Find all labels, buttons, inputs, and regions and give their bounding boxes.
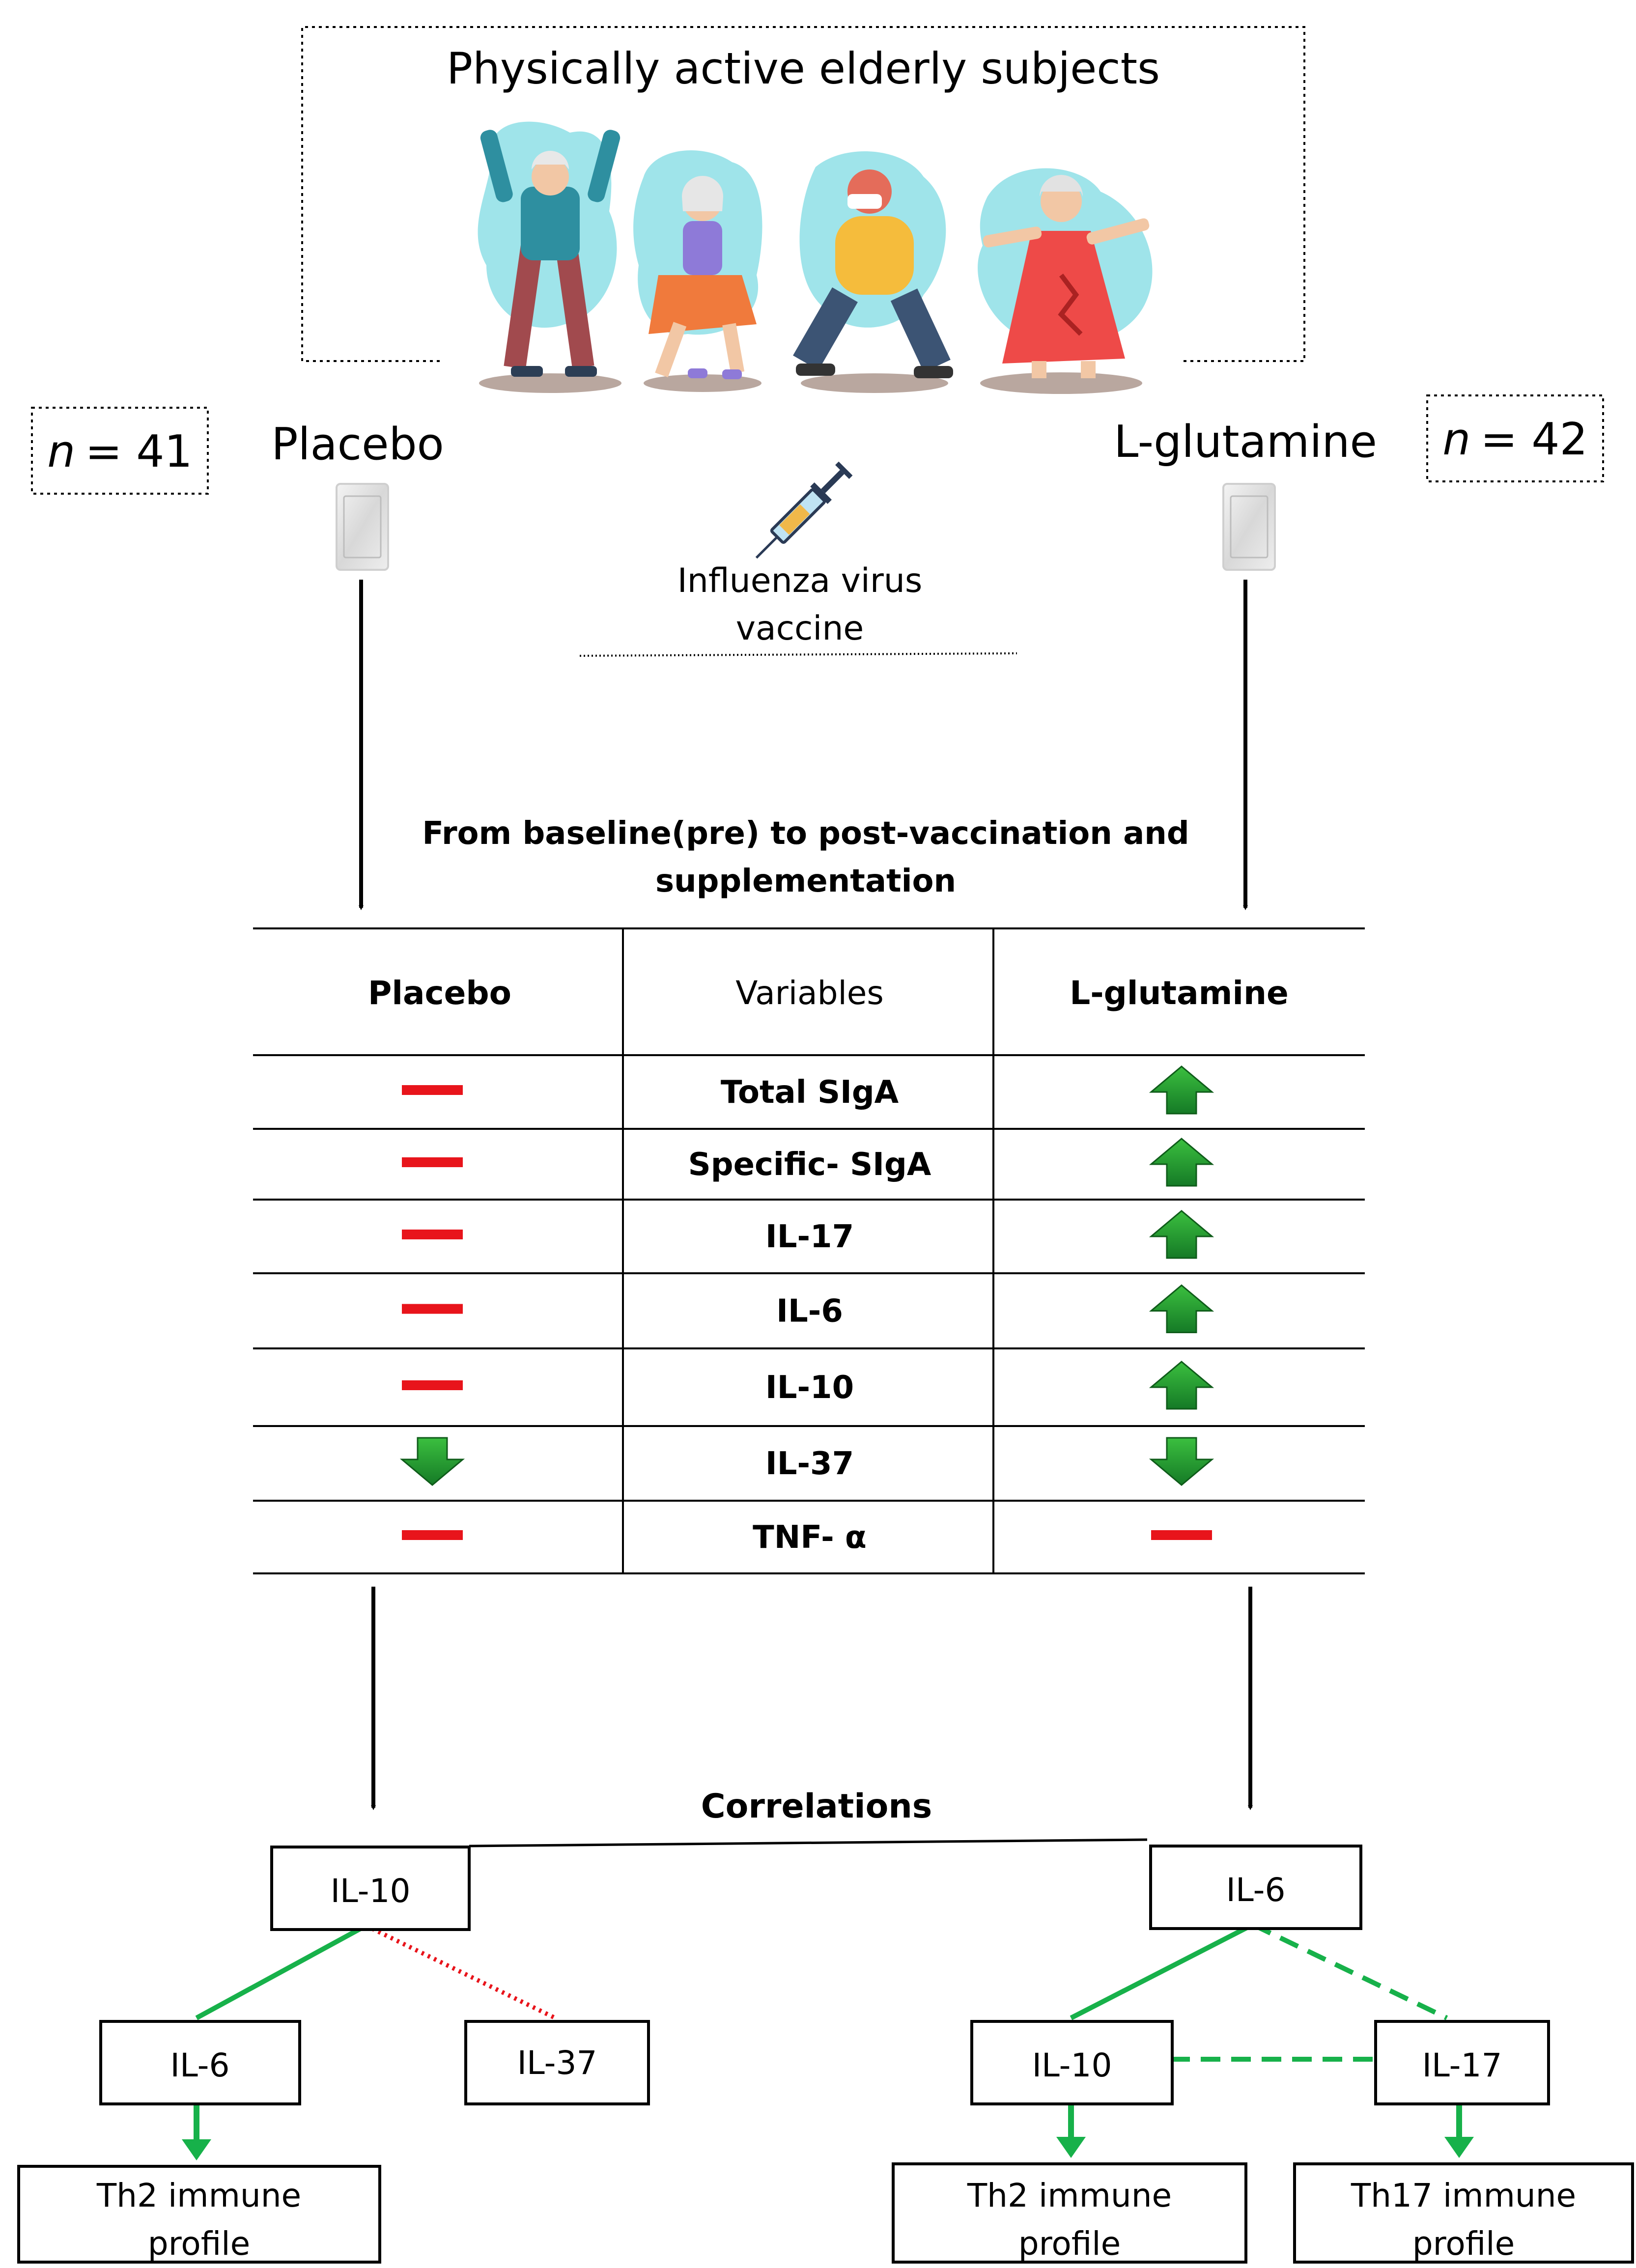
placebo-child-right-label: IL-37 xyxy=(517,2044,597,2082)
table-row: TNF- α xyxy=(402,1519,1212,1556)
vaccine-label-line1: Influenza virus xyxy=(677,561,923,600)
table-row: Specific- SIgA xyxy=(402,1138,1214,1187)
glutamine-up-indicator xyxy=(1149,1138,1214,1187)
placebo-il37-box: IL-37 xyxy=(464,2020,650,2105)
variable-label: IL-10 xyxy=(765,1370,854,1406)
glutamine-n-symbol: n xyxy=(1442,414,1470,465)
table-row: IL-6 xyxy=(402,1284,1214,1333)
variable-label: Specific- SIgA xyxy=(688,1147,931,1183)
placebo-none-indicator xyxy=(402,1085,463,1095)
table-caption-line1: From baseline(pre) to post-vaccination a… xyxy=(422,815,1189,852)
root-connector-line xyxy=(469,1838,1148,1848)
glutamine-positive-correlation-line xyxy=(1070,1922,1254,2020)
placebo-profile-line1: Th2 immune xyxy=(96,2177,301,2214)
table-caption-line2: supplementation xyxy=(655,863,956,899)
placebo-root-box: IL-10 xyxy=(270,1846,471,1931)
table-header-placebo: Placebo xyxy=(368,974,511,1012)
placebo-il6-box: IL-6 xyxy=(99,2020,301,2105)
correlations-title: Correlations xyxy=(701,1787,932,1826)
placebo-none-indicator xyxy=(402,1230,463,1239)
results-table: Placebo Variables L-glutamine Total SIgA… xyxy=(253,927,1365,1574)
glutamine-up-indicator xyxy=(1149,1284,1214,1333)
glutamine-child-left-label: IL-10 xyxy=(1032,2046,1112,2084)
placebo-n-box: n= 41 xyxy=(31,407,209,495)
glutamine-down-indicator xyxy=(1149,1437,1214,1486)
placebo-none-indicator xyxy=(402,1380,463,1390)
variable-label: Total SIgA xyxy=(721,1074,899,1111)
table-row: IL-17 xyxy=(402,1210,1214,1259)
table-header-glutamine: L-glutamine xyxy=(1070,974,1289,1012)
glutamine-il17-box: IL-17 xyxy=(1374,2020,1550,2105)
table-grid xyxy=(253,927,1365,1574)
glutamine-th17-profile-arrow xyxy=(1444,2100,1474,2158)
glutamine-n-value: = 42 xyxy=(1480,414,1588,465)
svg-text:n= 42: n= 42 xyxy=(1442,414,1588,465)
variable-label: IL-17 xyxy=(765,1219,854,1255)
glutamine-up-indicator xyxy=(1149,1361,1214,1410)
glutamine-root-box: IL-6 xyxy=(1149,1845,1362,1930)
glutamine-sachet-icon xyxy=(1222,483,1276,571)
glutamine-dashed-correlation-line-il17 xyxy=(1251,1922,1448,2020)
vaccine-label-line2: vaccine xyxy=(736,609,864,648)
glutamine-profile-left-line2: profile xyxy=(1018,2225,1121,2263)
table-header-variables: Variables xyxy=(735,974,884,1012)
placebo-positive-correlation-line xyxy=(195,1923,367,2020)
table-row: IL-10 xyxy=(402,1361,1214,1410)
glutamine-none-indicator xyxy=(1151,1530,1212,1540)
variable-label: TNF- α xyxy=(753,1519,867,1556)
glutamine-th2-profile-box: Th2 immune profile xyxy=(892,2162,1247,2264)
placebo-profile-arrow xyxy=(182,2100,211,2160)
vaccine-dotted-line xyxy=(579,652,1017,657)
glutamine-profile-left-line1: Th2 immune xyxy=(967,2177,1172,2214)
placebo-down-indicator xyxy=(399,1437,465,1486)
placebo-negative-correlation-line xyxy=(365,1923,556,2020)
glutamine-root-label: IL-6 xyxy=(1226,1871,1286,1909)
placebo-group-label: Placebo xyxy=(271,419,444,470)
table-row: IL-37 xyxy=(399,1437,1214,1486)
variable-label: IL-37 xyxy=(765,1446,854,1482)
elderly-people-illustration xyxy=(478,121,1153,394)
glutamine-up-indicator xyxy=(1149,1210,1214,1259)
glutamine-profile-right-line2: profile xyxy=(1412,2225,1515,2263)
glutamine-up-indicator xyxy=(1149,1065,1214,1115)
placebo-sachet-icon xyxy=(336,483,389,571)
glutamine-il10-box: IL-10 xyxy=(970,2020,1174,2105)
header-box xyxy=(301,26,1305,362)
placebo-none-indicator xyxy=(402,1530,463,1540)
placebo-th2-profile-box: Th2 immune profile xyxy=(17,2165,381,2264)
svg-text:n= 41: n= 41 xyxy=(47,426,193,477)
glutamine-th2-profile-arrow xyxy=(1056,2100,1086,2158)
glutamine-n-box: n= 42 xyxy=(1426,394,1604,482)
placebo-none-indicator xyxy=(402,1304,463,1314)
placebo-none-indicator xyxy=(402,1157,463,1167)
glutamine-child-right-label: IL-17 xyxy=(1422,2046,1502,2084)
placebo-child-left-label: IL-6 xyxy=(170,2046,230,2084)
table-rows: Total SIgA Specific- SIgA IL-17IL-6IL-10IL… xyxy=(399,1065,1214,1556)
variable-label: IL-6 xyxy=(776,1293,843,1330)
header-title: Physically active elderly subjects xyxy=(447,43,1160,94)
glutamine-th17-profile-box: Th17 immune profile xyxy=(1293,2162,1634,2264)
glutamine-group-label: L-glutamine xyxy=(1114,416,1377,468)
syringe-icon xyxy=(755,461,853,559)
glutamine-profile-right-line1: Th17 immune xyxy=(1351,2177,1576,2214)
placebo-n-symbol: n xyxy=(47,426,75,477)
placebo-profile-line2: profile xyxy=(148,2225,250,2263)
table-row: Total SIgA xyxy=(402,1065,1214,1115)
placebo-n-value: = 41 xyxy=(85,426,193,477)
placebo-root-label: IL-10 xyxy=(331,1872,411,1910)
